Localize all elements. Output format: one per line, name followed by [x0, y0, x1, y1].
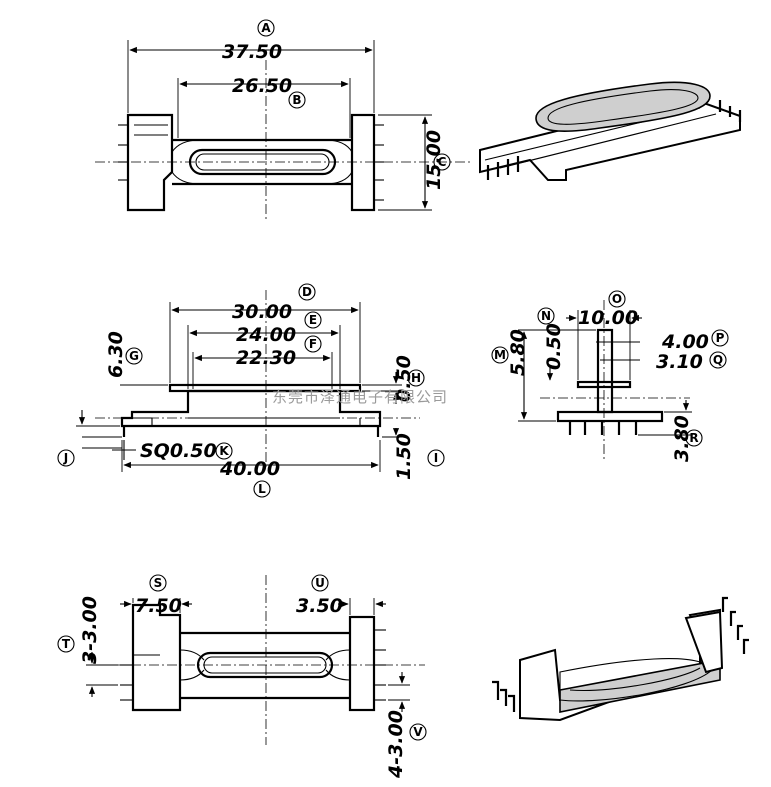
label-T: T — [57, 635, 75, 653]
label-G: G — [125, 347, 143, 365]
isometric-pins-top — [486, 100, 742, 180]
dim-value-T: 3-3.00 — [79, 596, 101, 664]
dim-value-G: 6.30 — [105, 331, 127, 378]
label-J: J — [57, 449, 75, 467]
svg-text:Q: Q — [713, 353, 723, 367]
label-I: I — [427, 449, 445, 467]
dim-value-S: 7.50 — [135, 595, 182, 617]
label-O: O — [608, 290, 626, 308]
dim-value-E: 24.00 — [236, 324, 296, 346]
svg-text:N: N — [541, 309, 551, 323]
svg-text:H: H — [411, 371, 421, 385]
dim-value-D: 30.00 — [232, 301, 292, 323]
dim-value-O: 10.00 — [578, 307, 638, 329]
circled-labels: A B C D E F G H I J K L M N O P Q R S T … — [57, 19, 729, 741]
svg-text:L: L — [258, 482, 266, 496]
label-B: B — [288, 91, 306, 109]
label-K: K — [215, 442, 233, 460]
dim-value-U: 3.50 — [296, 595, 343, 617]
isometric-view-top — [479, 81, 742, 181]
label-D: D — [298, 283, 316, 301]
label-F: F — [304, 335, 322, 353]
svg-text:R: R — [689, 431, 698, 445]
dim-value-K: SQ0.50 — [140, 440, 217, 462]
svg-text:T: T — [62, 637, 71, 651]
dim-value-B: 26.50 — [232, 75, 292, 97]
label-E: E — [304, 311, 322, 329]
svg-text:V: V — [413, 725, 423, 739]
dim-value-N: 0.50 — [543, 323, 565, 370]
svg-text:J: J — [63, 451, 68, 465]
label-A: A — [257, 19, 275, 37]
svg-text:E: E — [309, 313, 317, 327]
dim-value-F: 22.30 — [236, 347, 296, 369]
bottom-view — [86, 575, 425, 745]
dim-value-M: 5.80 — [507, 329, 529, 376]
dim-value-L: 40.00 — [219, 458, 280, 480]
svg-text:K: K — [219, 444, 229, 458]
svg-text:U: U — [315, 576, 325, 590]
svg-text:I: I — [434, 451, 438, 465]
svg-text:O: O — [612, 292, 622, 306]
label-M: M — [491, 346, 509, 364]
label-S: S — [149, 574, 167, 592]
watermark: 东莞市泽通电子有限公司 — [272, 388, 448, 406]
dim-value-I: 1.50 — [393, 433, 415, 480]
label-U: U — [311, 574, 329, 592]
svg-text:F: F — [309, 337, 317, 351]
dim-value-R: 3.80 — [671, 415, 693, 462]
top-view — [95, 40, 470, 220]
dim-value-Q: 3.10 — [656, 351, 703, 373]
svg-text:M: M — [494, 348, 506, 362]
label-H: H — [407, 369, 425, 387]
dim-value-H: 0.50 — [393, 355, 415, 402]
dimension-values: 37.50 26.50 15.00 30.00 24.00 22.30 6.30… — [79, 41, 709, 779]
label-L: L — [253, 480, 271, 498]
label-Q: Q — [709, 351, 727, 369]
isometric-pins-bottom — [492, 596, 749, 712]
side-view — [518, 300, 692, 460]
dim-value-V: 4-3.00 — [385, 710, 407, 779]
svg-text:D: D — [302, 285, 312, 299]
svg-text:B: B — [292, 93, 301, 107]
isometric-view-bottom — [492, 596, 749, 722]
label-N: N — [537, 307, 555, 325]
svg-text:P: P — [716, 331, 725, 345]
svg-text:G: G — [129, 349, 139, 363]
front-view — [76, 290, 420, 472]
svg-text:A: A — [261, 21, 271, 35]
label-C: C — [433, 153, 451, 171]
svg-text:S: S — [154, 576, 163, 590]
svg-text:C: C — [438, 155, 447, 169]
side-pins — [568, 421, 638, 435]
dim-value-P: 4.00 — [661, 331, 709, 353]
dim-value-A: 37.50 — [222, 41, 282, 63]
label-R: R — [685, 429, 703, 447]
label-V: V — [409, 723, 427, 741]
label-P: P — [711, 329, 729, 347]
